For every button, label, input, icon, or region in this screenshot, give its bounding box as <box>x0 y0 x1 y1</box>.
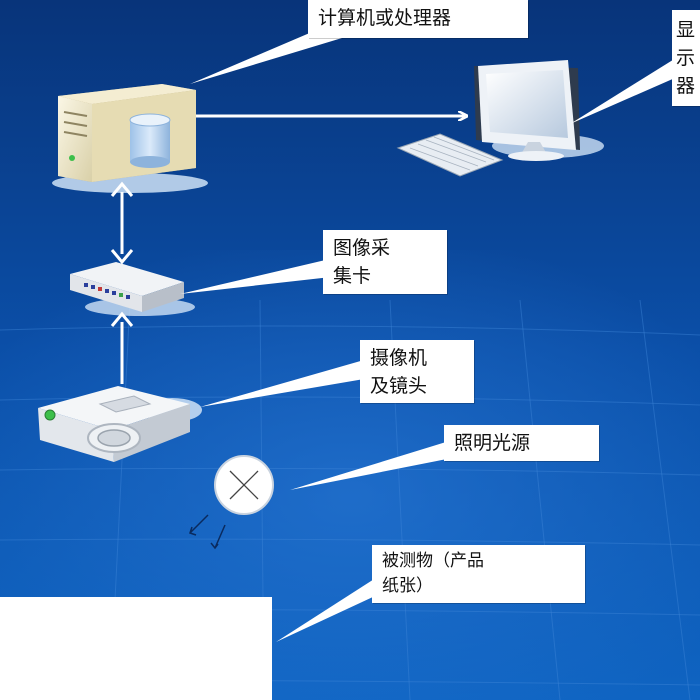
capture-card-icon <box>70 262 195 316</box>
callout-object: 被测物（产品 纸张） <box>372 545 585 603</box>
callout-pointer-capture <box>180 258 340 294</box>
callout-pointer-display <box>570 58 684 124</box>
monitor-icon <box>474 60 604 161</box>
keyboard-icon <box>396 133 504 177</box>
callout-pointer-computer <box>190 26 342 84</box>
callout-pointer-object <box>276 574 388 642</box>
connection-arrows <box>110 116 465 384</box>
callout-computer: 计算机或处理器 <box>308 0 528 38</box>
arrow-capture-to-computer <box>110 181 134 265</box>
database-cylinder <box>129 113 171 168</box>
camera-icon <box>38 386 202 462</box>
arrow-camera-to-capture <box>110 311 134 384</box>
blank-overlay-box <box>0 597 272 700</box>
callout-pointer-light <box>290 442 452 490</box>
callout-light-source: 照明光源 <box>444 425 599 461</box>
light-source-icon <box>189 455 274 550</box>
callout-display: 显示器 <box>672 10 700 106</box>
callout-capture-card: 图像采 集卡 <box>323 230 447 294</box>
callout-pointer-camera <box>200 360 370 407</box>
capture-card-ports <box>84 283 130 299</box>
computer-tower-icon <box>52 84 208 193</box>
callout-camera: 摄像机 及镜头 <box>360 340 474 403</box>
callout-pointers <box>180 26 684 642</box>
